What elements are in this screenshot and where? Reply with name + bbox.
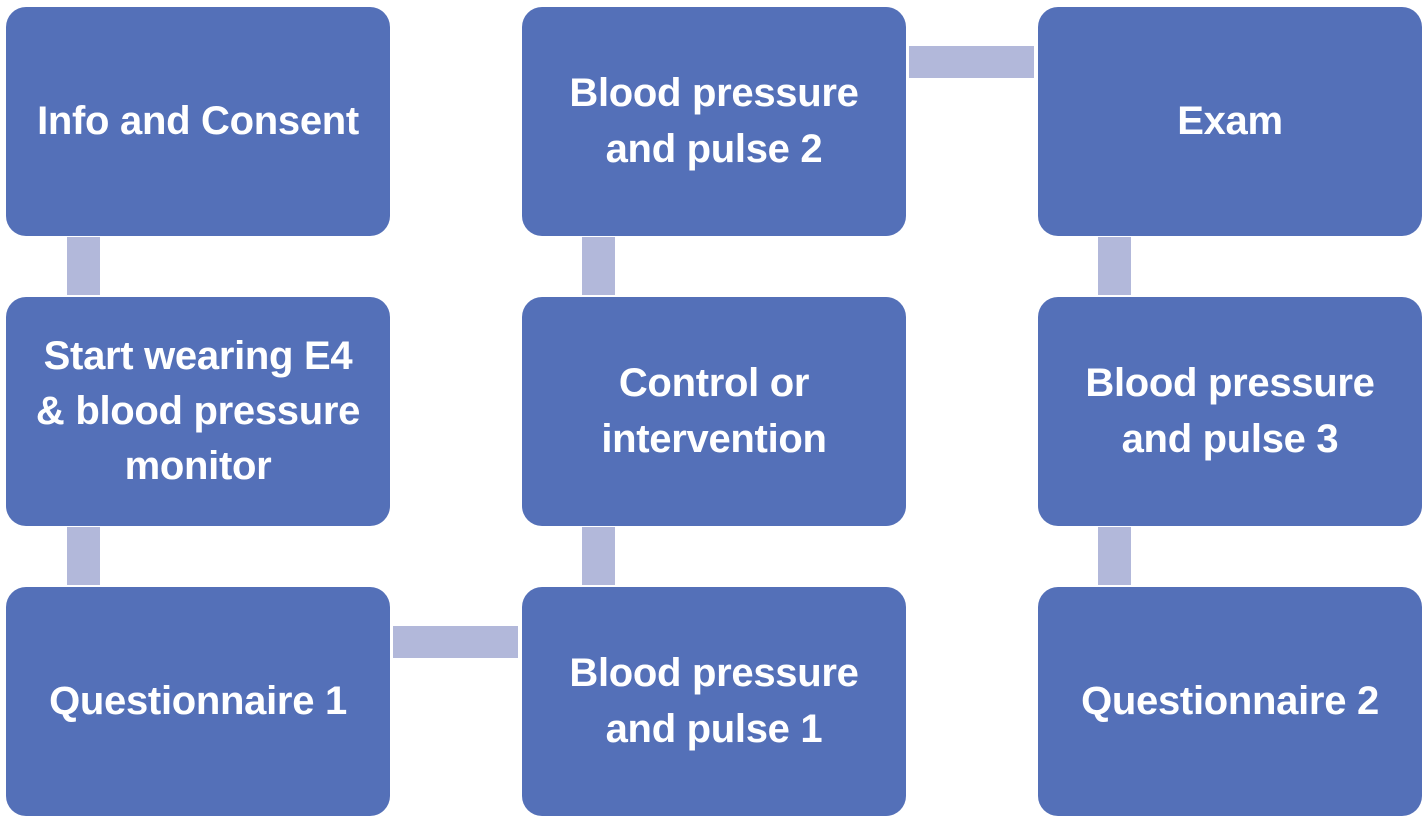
connector-start-wearing-to-questionnaire-1 <box>67 527 100 585</box>
step-blood-pressure-pulse-3: Blood pressure and pulse 3 <box>1038 297 1422 526</box>
step-label: Blood pressure and pulse 3 <box>1085 361 1375 461</box>
step-blood-pressure-pulse-2: Blood pressure and pulse 2 <box>522 7 906 236</box>
connector-bp-pulse-1-to-control <box>582 527 615 585</box>
connector-control-to-bp-pulse-2 <box>582 237 615 295</box>
connector-bp-pulse-3-to-questionnaire-2 <box>1098 527 1131 585</box>
step-label: Start wearing E4 & blood pressure monito… <box>35 333 361 489</box>
step-label: Info and Consent <box>37 98 359 143</box>
connector-bp-pulse-2-to-exam <box>909 46 1034 78</box>
connector-info-to-start-wearing <box>67 237 100 295</box>
step-questionnaire-1: Questionnaire 1 <box>6 587 390 816</box>
step-label: Questionnaire 2 <box>1081 678 1379 723</box>
step-label: Questionnaire 1 <box>49 678 347 723</box>
connector-questionnaire-1-to-bp-pulse-1 <box>393 626 518 658</box>
step-exam: Exam <box>1038 7 1422 236</box>
step-blood-pressure-pulse-1: Blood pressure and pulse 1 <box>522 587 906 816</box>
step-label: Blood pressure and pulse 2 <box>569 71 859 171</box>
step-label: Control or intervention <box>601 361 827 461</box>
step-label: Blood pressure and pulse 1 <box>569 651 859 751</box>
step-questionnaire-2: Questionnaire 2 <box>1038 587 1422 816</box>
step-control-or-intervention: Control or intervention <box>522 297 906 526</box>
step-info-and-consent: Info and Consent <box>6 7 390 236</box>
connector-exam-to-bp-pulse-3 <box>1098 237 1131 295</box>
step-start-wearing-e4: Start wearing E4 & blood pressure monito… <box>6 297 390 526</box>
step-label: Exam <box>1177 98 1283 143</box>
